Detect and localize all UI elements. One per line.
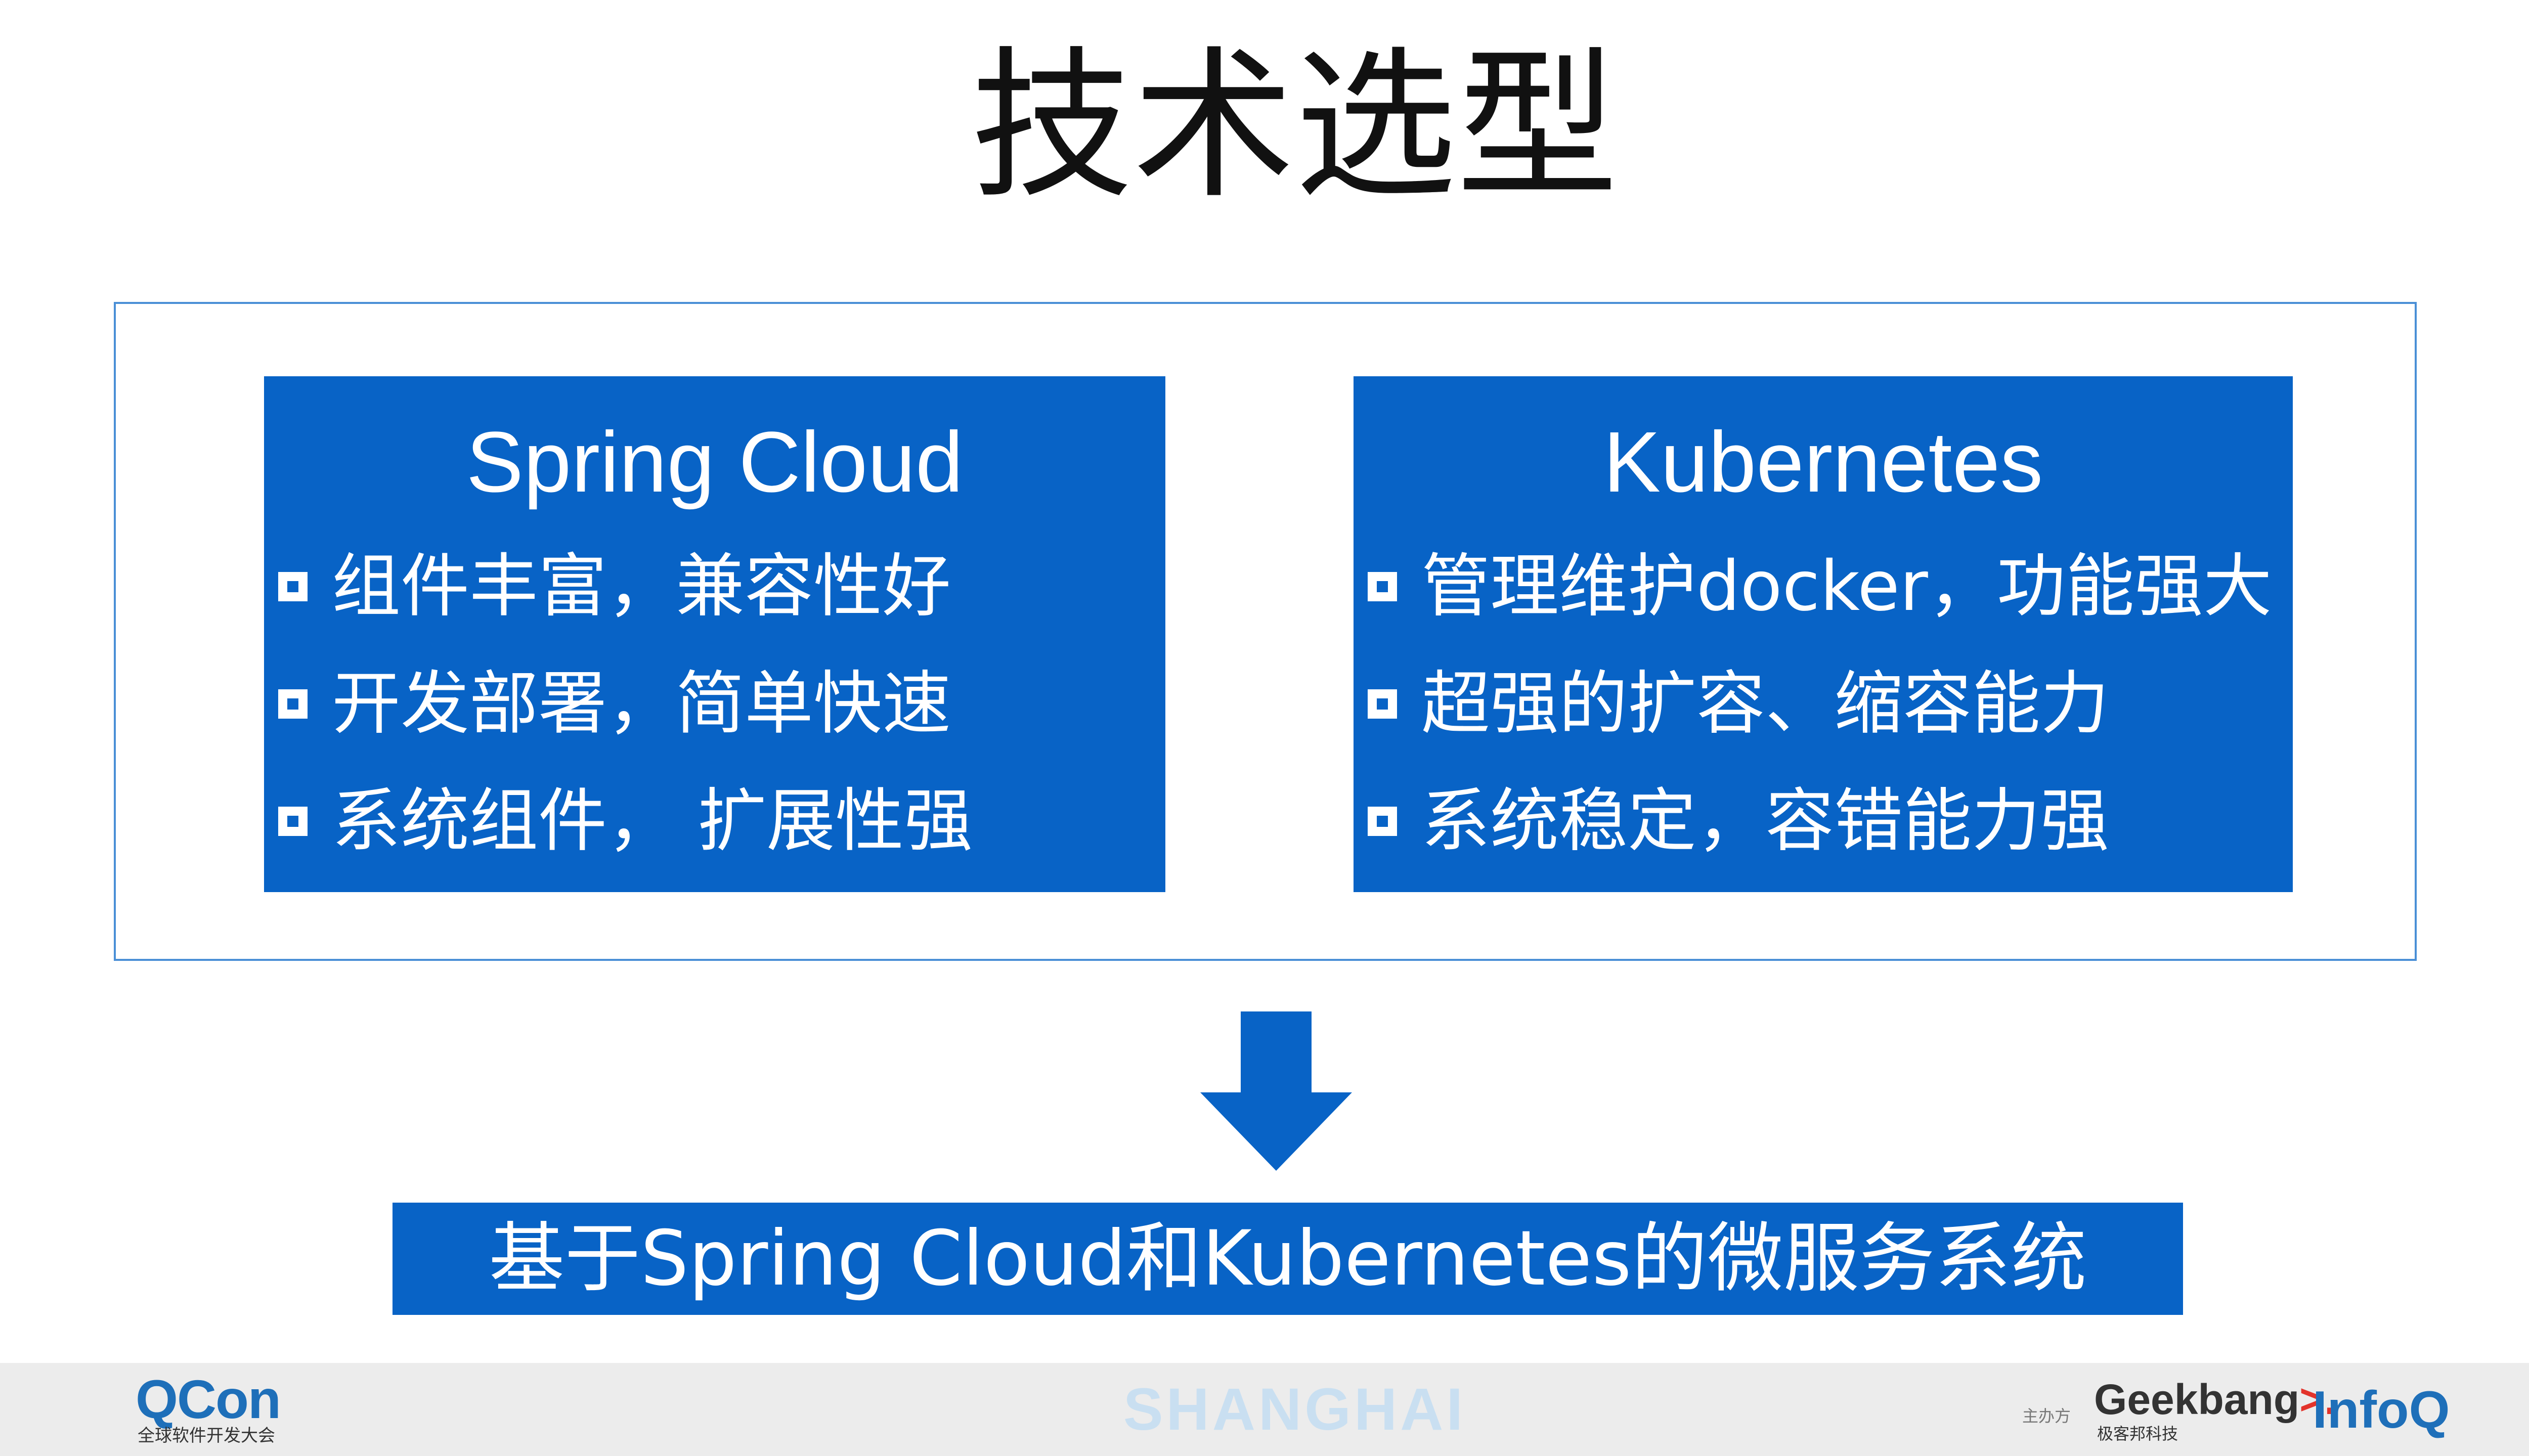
list-item-text: 超强的扩容、缩容能力 — [1421, 664, 2109, 744]
list-item: 系统组件， 扩展性强 — [278, 763, 973, 880]
sponsor-label: 主办方 — [2022, 1406, 2071, 1426]
hollow-square-bullet-icon — [1368, 689, 1397, 719]
hollow-square-bullet-icon — [1368, 572, 1397, 601]
spring-cloud-feature-list: 组件丰富，兼容性好 开发部署，简单快速 系统组件， 扩展性强 — [278, 528, 973, 880]
kubernetes-title: Kubernetes — [1603, 414, 2043, 510]
spring-cloud-panel: Spring Cloud 组件丰富，兼容性好 开发部署，简单快速 系统组件， 扩… — [264, 376, 1165, 892]
summary-text: 基于Spring Cloud和Kubernetes的微服务系统 — [489, 1215, 2087, 1303]
geekbang-logo-text: Geekbang>. — [2094, 1374, 2336, 1425]
list-item: 系统稳定，容错能力强 — [1368, 763, 2272, 880]
list-item-text: 管理维护docker，功能强大 — [1421, 547, 2272, 627]
geekbang-logo: Geekbang>. 极客邦科技 — [2094, 1374, 2336, 1450]
summary-banner: 基于Spring Cloud和Kubernetes的微服务系统 — [393, 1203, 2183, 1315]
qcon-logo: QCon 全球软件开发大会 — [136, 1369, 302, 1452]
list-item-text: 组件丰富，兼容性好 — [332, 547, 951, 627]
list-item: 管理维护docker，功能强大 — [1368, 528, 2272, 645]
spring-cloud-title: Spring Cloud — [466, 414, 964, 510]
arrow-down-shape — [1200, 1011, 1352, 1171]
arrow-down-icon — [1200, 1011, 1352, 1171]
city-watermark: SHANGHAI — [1123, 1376, 1466, 1443]
hollow-square-bullet-icon — [278, 807, 308, 836]
kubernetes-panel: Kubernetes 管理维护docker，功能强大 超强的扩容、缩容能力 系统… — [1354, 376, 2293, 892]
list-item: 超强的扩容、缩容能力 — [1368, 645, 2272, 763]
geekbang-subtitle: 极客邦科技 — [2097, 1424, 2178, 1443]
list-item-text: 开发部署，简单快速 — [332, 664, 951, 744]
list-item: 组件丰富，兼容性好 — [278, 528, 973, 645]
comparison-frame — [114, 302, 2417, 961]
geekbang-chevron: >. — [2299, 1376, 2336, 1423]
hollow-square-bullet-icon — [278, 572, 308, 601]
qcon-logo-text: QCon — [136, 1369, 281, 1430]
hollow-square-bullet-icon — [1368, 807, 1397, 836]
infoq-logo: InfoQ — [2313, 1381, 2450, 1439]
list-item: 开发部署，简单快速 — [278, 645, 973, 763]
list-item-text: 系统稳定，容错能力强 — [1421, 781, 2109, 861]
slide-title: 技术选型 — [971, 32, 1619, 220]
kubernetes-feature-list: 管理维护docker，功能强大 超强的扩容、缩容能力 系统稳定，容错能力强 — [1368, 528, 2272, 880]
list-item-text: 系统组件， 扩展性强 — [332, 781, 973, 861]
hollow-square-bullet-icon — [278, 689, 308, 719]
qcon-subtitle: 全球软件开发大会 — [138, 1426, 275, 1446]
geekbang-word: Geekbang — [2094, 1376, 2300, 1423]
footer-bar: SHANGHAI QCon 全球软件开发大会 主办方 Geekbang>. 极客… — [0, 1363, 2529, 1456]
